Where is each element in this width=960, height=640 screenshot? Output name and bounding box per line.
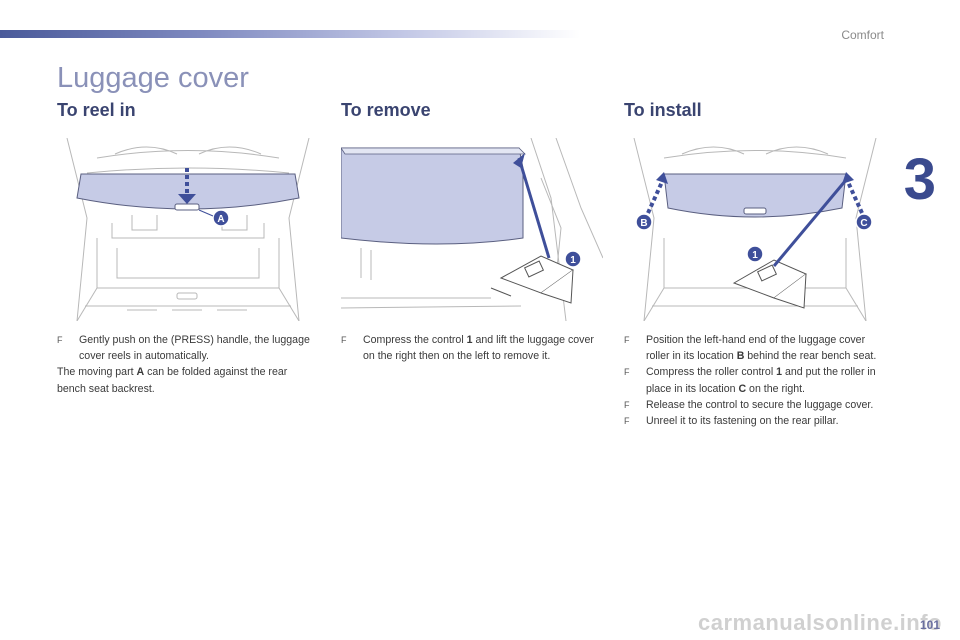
- instruction-bullet: F Compress the control 1 and lift the lug…: [341, 332, 603, 364]
- column-remove: To remove: [341, 100, 603, 362]
- page-title: Luggage cover: [57, 62, 249, 94]
- text-run: Compress the control: [363, 334, 467, 346]
- illustration-remove: 1: [341, 138, 603, 321]
- bullet-marker: F: [57, 335, 63, 345]
- instruction-bullet: F Release the control to secure the lugga…: [624, 397, 886, 413]
- text-run: behind the rear bench seat.: [744, 350, 877, 363]
- instruction-bullet: F Gently push on the (PRESS) handle, the …: [57, 332, 319, 364]
- text-run: on the right.: [746, 382, 806, 395]
- instruction-text: Gently push on the (PRESS) handle, the l…: [79, 334, 310, 363]
- text-run: Unreel it to its fastening on the rear p…: [646, 415, 839, 428]
- bullet-marker: F: [624, 399, 630, 410]
- bullet-marker: F: [624, 335, 630, 345]
- column-heading: To reel in: [57, 100, 136, 120]
- bullet-marker: F: [341, 335, 347, 345]
- illustration-reel-in: A: [57, 138, 319, 321]
- text-run: The moving part: [57, 366, 137, 379]
- callout-1: 1: [752, 250, 758, 261]
- column-install: To install: [624, 100, 886, 427]
- callout-a: A: [217, 214, 224, 225]
- callout-1: 1: [570, 255, 576, 266]
- chapter-number: 3: [903, 147, 936, 212]
- callout-b: B: [640, 218, 647, 229]
- text-run: and lift the luggage cover on the right …: [363, 334, 594, 363]
- illustration-install: B C 1: [624, 138, 886, 321]
- instruction-bullet: F Unreel it to its fastening on the rear …: [624, 413, 886, 429]
- callout-c: C: [860, 218, 867, 229]
- column-reel-in: To reel in: [57, 100, 319, 395]
- text-bold-ref: B: [736, 350, 745, 363]
- text-bold-ref: A: [136, 366, 145, 379]
- bullet-marker: F: [624, 416, 630, 427]
- text-run: can be folded against the rear bench sea…: [57, 366, 288, 395]
- text-run: Release the control to secure the luggag…: [646, 398, 874, 411]
- instruction-bullet: F Compress the roller control 1 and put t…: [624, 364, 886, 396]
- header-gradient-bar: [0, 30, 580, 38]
- instructions: F Compress the control 1 and lift the lug…: [341, 332, 603, 364]
- column-heading: To remove: [341, 100, 431, 120]
- column-heading: To install: [624, 100, 702, 120]
- watermark: carmanualsonline.info: [698, 610, 942, 635]
- text-run: Position the left-hand end of the luggag…: [646, 334, 866, 363]
- text-bold-ref: 1: [776, 366, 783, 379]
- text-run: Compress the roller control: [646, 366, 777, 379]
- bullet-marker: F: [624, 367, 630, 378]
- page-number: 101: [919, 618, 940, 632]
- text-bold-ref: C: [738, 382, 747, 395]
- instruction-paragraph: The moving part A can be folded against …: [57, 364, 319, 396]
- section-name: Comfort: [841, 28, 884, 42]
- instructions: F Position the left-hand end of the lugga…: [624, 332, 886, 429]
- text-run: and put the roller in place in its locat…: [646, 366, 876, 395]
- text-bold-ref: 1: [466, 334, 473, 346]
- instructions: F Gently push on the (PRESS) handle, the …: [57, 332, 319, 397]
- instruction-bullet: F Position the left-hand end of the lugga…: [624, 332, 886, 364]
